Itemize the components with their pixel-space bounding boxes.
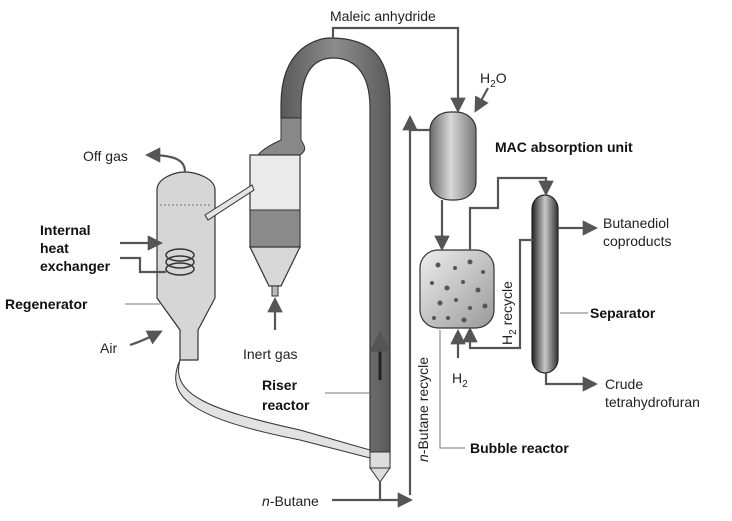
transfer-line-upper <box>204 184 255 221</box>
bubble-reactor <box>419 249 495 329</box>
label-exchanger: exchanger <box>40 258 111 274</box>
label-air: Air <box>100 340 117 356</box>
bubble-to-separator-line <box>468 176 554 250</box>
label-h2-recycle: H2 recycle <box>499 281 519 345</box>
label-reactor: reactor <box>262 397 310 413</box>
label-n-butane-recycle: n-Butane recycle <box>415 357 431 462</box>
h2-recycle-line <box>462 238 533 350</box>
label-crude: Crude <box>605 376 643 392</box>
label-internal: Internal <box>40 222 91 238</box>
water-feed-line <box>474 87 489 113</box>
bubble-reactor-leader <box>439 330 465 449</box>
label-regenerator: Regenerator <box>5 296 88 312</box>
label-coproducts: coproducts <box>603 233 671 249</box>
label-mac-absorption-unit: MAC absorption unit <box>495 139 633 155</box>
stripper-vessel <box>249 117 306 297</box>
label-water: H2O <box>480 70 507 90</box>
label-n-butane: n-Butane <box>262 493 319 509</box>
label-separator: Separator <box>590 305 656 321</box>
label-maleic-anhydride: Maleic anhydride <box>330 8 436 24</box>
separator-column <box>531 194 559 374</box>
heat-exchanger-coil <box>165 248 195 276</box>
maleic-anhydride-line <box>331 26 466 114</box>
air-feed-line <box>129 330 163 347</box>
thf-out-line <box>544 373 599 392</box>
off-gas-line <box>144 147 187 173</box>
label-tetrahydrofuran: tetrahydrofuran <box>605 394 700 410</box>
mac-absorption-unit <box>429 111 477 201</box>
label-off-gas: Off gas <box>83 148 128 164</box>
label-butanediol: Butanediol <box>603 215 669 231</box>
label-heat: heat <box>40 240 69 256</box>
regenerator-vessel <box>156 171 216 361</box>
riser-reactor <box>280 37 391 483</box>
label-h2-feed: H2 <box>452 370 468 390</box>
transfer-line-lower <box>175 359 371 459</box>
label-bubble-reactor: Bubble reactor <box>470 440 569 456</box>
label-inert-gas: Inert gas <box>243 346 297 362</box>
label-riser: Riser <box>262 377 298 393</box>
heat-exchanger-out-line <box>120 256 166 274</box>
